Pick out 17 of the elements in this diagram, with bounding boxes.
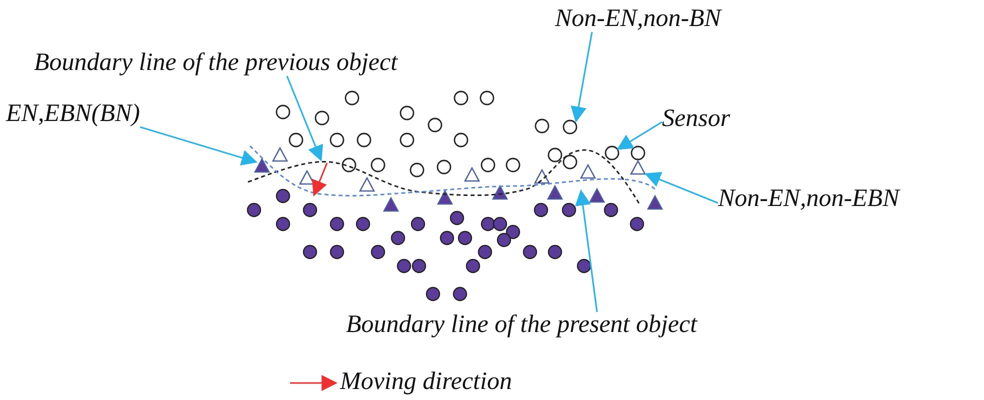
leader-line [644, 172, 718, 204]
callout-text: EN,EBN(BN) [6, 99, 140, 129]
sensor-circle [604, 146, 620, 160]
leader-line [140, 126, 258, 166]
leader-line [570, 32, 593, 123]
callout-text: Non-EN,non-BN [555, 4, 721, 34]
leader-line [616, 121, 662, 150]
callout-text: Boundary line of the present object [346, 310, 698, 340]
legend-label: Moving direction [340, 367, 512, 397]
leader-line [286, 76, 324, 162]
sensor-circle [562, 120, 578, 134]
sensor-triangle [630, 160, 646, 175]
callout-text: Boundary line of the previous object [34, 48, 398, 78]
callout-text: Non-EN,non-EBN [718, 184, 900, 214]
leader-line [574, 189, 598, 312]
callout-text: Sensor [662, 104, 730, 134]
sensor-triangle [254, 158, 270, 173]
